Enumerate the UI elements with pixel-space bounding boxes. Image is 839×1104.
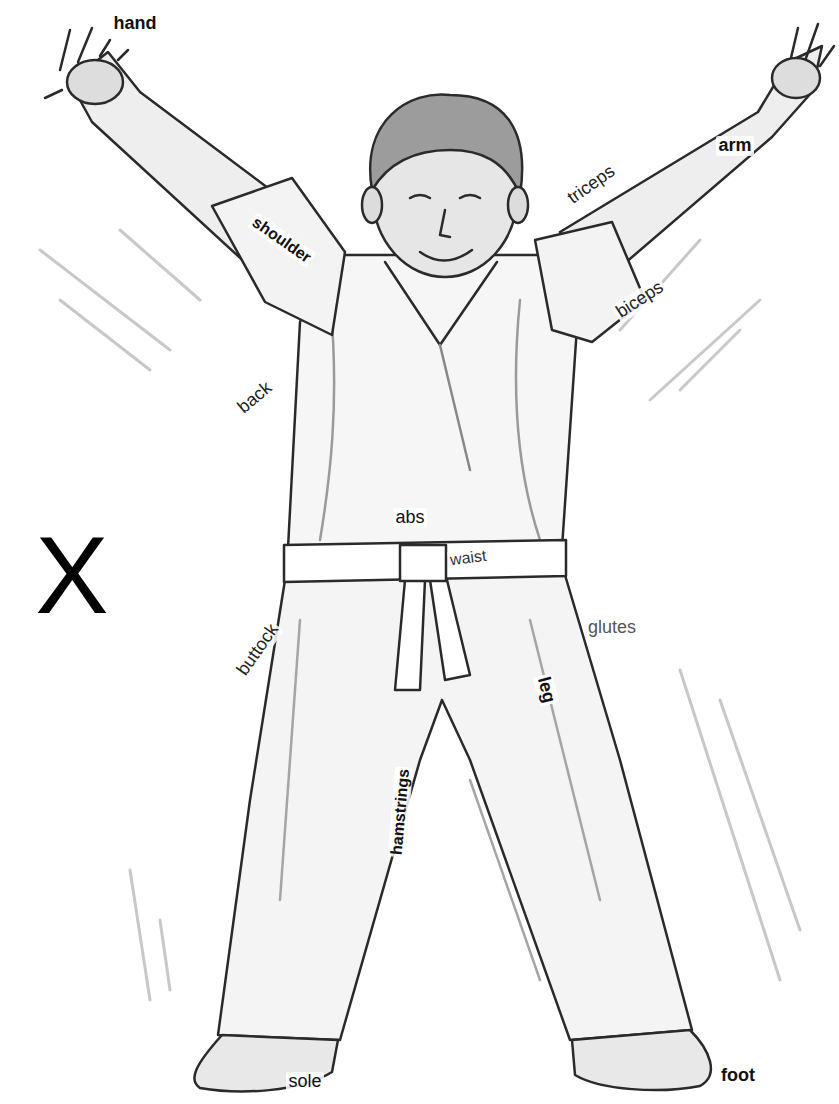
body-part-label: hamstrings	[387, 766, 412, 857]
body-part-label: back	[233, 377, 278, 419]
body-part-label: triceps	[563, 161, 621, 210]
body-part-label: sole	[286, 1072, 323, 1092]
body-part-label: hand	[112, 14, 159, 34]
body-part-label: waist	[447, 547, 489, 569]
body-part-label: buttock	[232, 619, 284, 681]
child-figure	[45, 24, 834, 1091]
body-part-label: foot	[719, 1066, 757, 1086]
body-part-label: abs	[393, 508, 426, 528]
body-part-label: leg	[533, 673, 560, 707]
motion-lines	[40, 230, 800, 1000]
body-part-label: shoulder	[248, 212, 317, 267]
letter-mark: X	[33, 520, 110, 630]
body-part-label: arm	[716, 136, 753, 156]
body-part-label: biceps	[611, 276, 669, 323]
body-part-label: glutes	[586, 618, 638, 638]
